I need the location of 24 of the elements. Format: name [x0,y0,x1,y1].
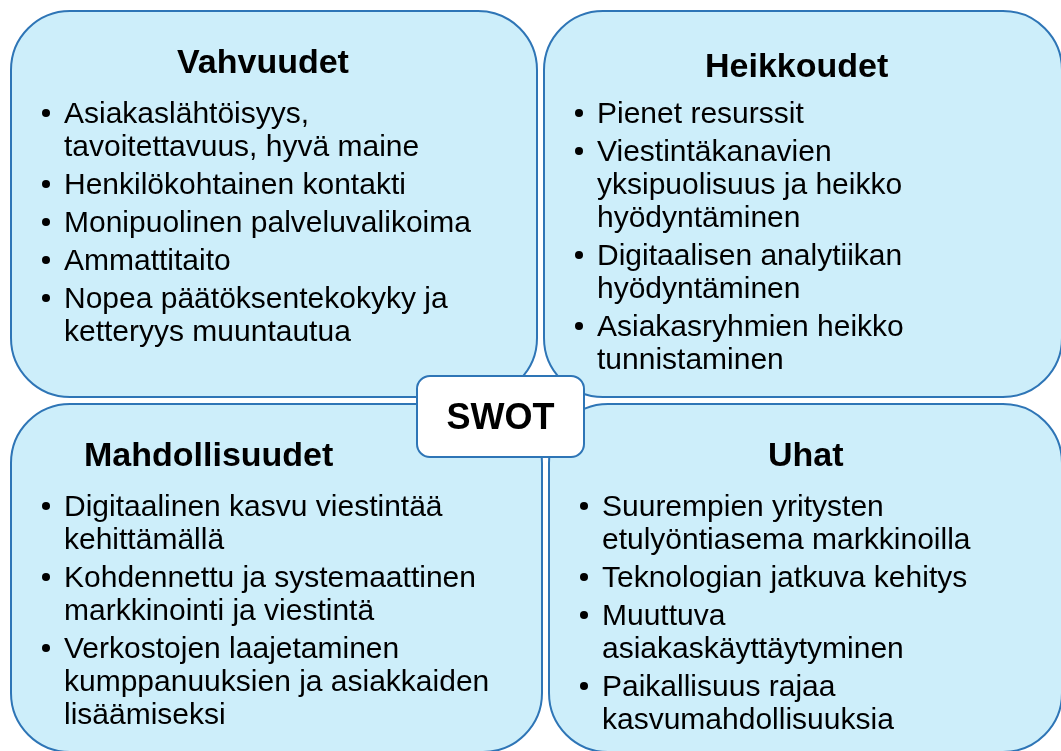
bullet-text: Ammattitaito [64,243,232,276]
bullet-text: Digitaalisen analytiikan hyödyntäminen [597,238,904,304]
bullet-text: Digitaalinen kasvu viestintää kehittämällä [64,489,444,555]
quadrant-heading: Uhat [768,435,844,474]
center-label-box [416,375,585,458]
bullet-text: Asiakasryhmien heikko tunnistaminen [597,309,905,375]
bullet-text: Henkilökohtainen kontakti [64,167,407,200]
bullet-text: Monipuolinen palveluvalikoima [64,205,472,238]
quadrant-heading: Mahdollisuudet [84,435,334,474]
quadrant-heading: Vahvuudet [177,42,349,81]
quadrant-panel [10,10,538,398]
bullet-text: Nopea päätöksentekokyky ja ketteryys muuntautua [64,281,449,347]
bullet-text: Asiakaslähtöisyys, tavoitettavuus, hyvä maine [64,96,421,162]
center-label: SWOT [446,395,555,438]
bullet-text: Viestintäkanavien yksipuolisuus ja heikko hyödyntäminen [597,134,904,233]
quadrant-panel [543,10,1061,398]
bullet-text: Kohdennettu ja systemaattinen markkinointi ja viestintä [64,560,477,626]
bullet-text: Muuttuva asiakaskäyttäytyminen [602,598,905,664]
bullet-text: Pienet resurssit [597,96,805,129]
bullet-text: Paikallisuus rajaa kasvumahdollisuuksia [602,669,895,735]
bullet-text: Suurempien yritysten etulyöntiasema markkinoilla [602,489,972,555]
bullet-text: Teknologian jatkuva kehitys [602,560,969,593]
quadrant-heading: Heikkoudet [705,46,889,85]
bullet-text: Verkostojen laajetaminen kumppanuuksien ja asiakkaiden lisäämiseksi [64,631,491,730]
